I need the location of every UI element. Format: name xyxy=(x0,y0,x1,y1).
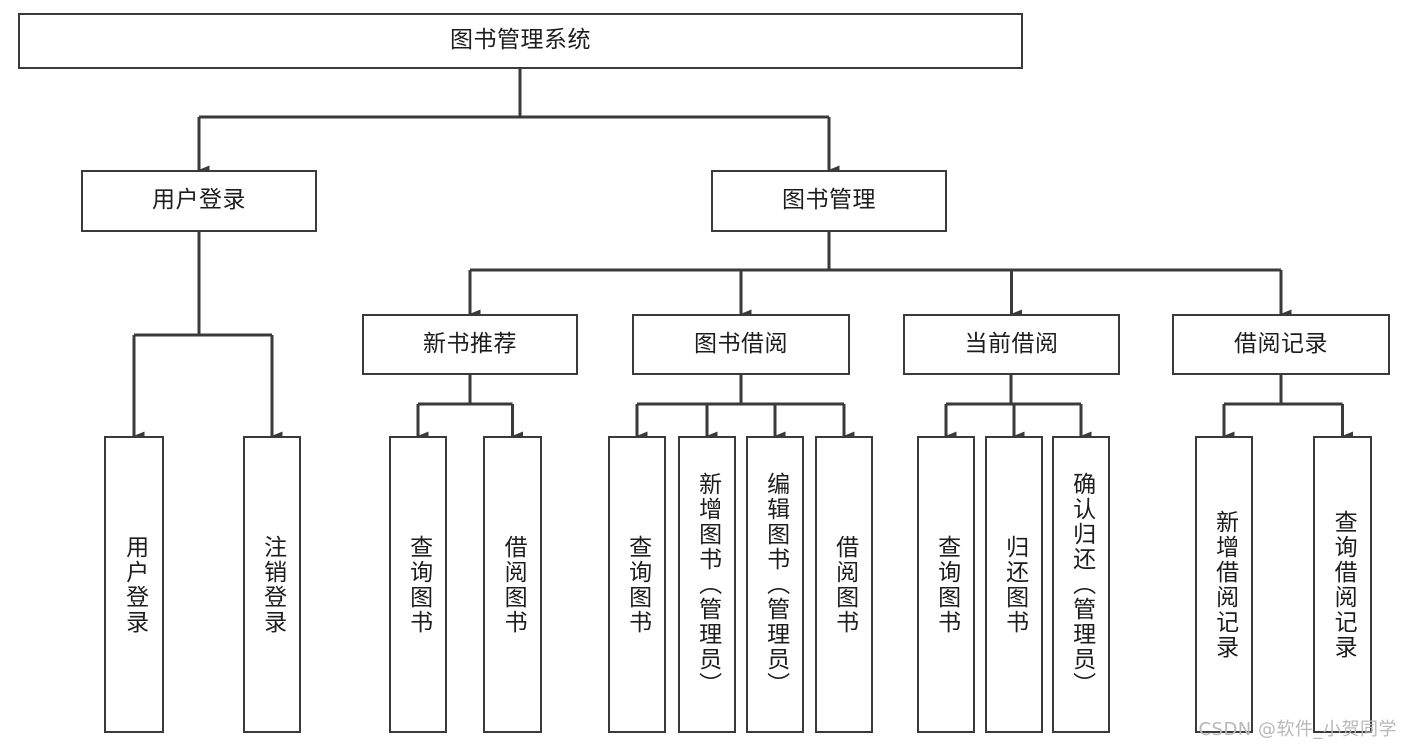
node-label-new-book-recommend: 新书推荐 xyxy=(423,330,517,357)
leaf-label-edit-book-admin: 编辑图书（管理员） xyxy=(762,472,789,697)
node-label-book-management: 图书管理 xyxy=(782,187,876,214)
leaf-label-borrow-book-recommend: 借阅图书 xyxy=(500,534,527,635)
leaf-borrow-book[interactable]: 借阅图书 xyxy=(815,436,873,733)
node-label-root: 图书管理系统 xyxy=(450,27,591,54)
leaf-logout[interactable]: 注销登录 xyxy=(243,436,301,733)
leaf-query-book-recommend[interactable]: 查询图书 xyxy=(389,436,447,733)
leaf-label-query-book-borrow: 查询图书 xyxy=(624,534,651,635)
edge-layer xyxy=(132,69,1353,441)
leaf-edit-book-admin[interactable]: 编辑图书（管理员） xyxy=(746,436,804,733)
leaf-label-query-book-current: 查询图书 xyxy=(933,534,960,635)
node-label-user-login: 用户登录 xyxy=(152,187,246,214)
leaf-query-book-current[interactable]: 查询图书 xyxy=(917,436,975,733)
node-root-system[interactable]: 图书管理系统 xyxy=(18,13,1023,69)
leaf-user-login[interactable]: 用户登录 xyxy=(104,436,164,733)
leaf-label-add-borrow-record: 新增借阅记录 xyxy=(1211,509,1238,660)
node-book-management[interactable]: 图书管理 xyxy=(711,170,947,232)
node-label-book-borrow: 图书借阅 xyxy=(694,330,788,357)
leaf-label-return-book: 归还图书 xyxy=(1001,534,1028,635)
leaf-label-query-borrow-record: 查询借阅记录 xyxy=(1330,509,1357,660)
leaf-query-borrow-record[interactable]: 查询借阅记录 xyxy=(1313,436,1372,733)
leaf-add-book-admin[interactable]: 新增图书（管理员） xyxy=(678,436,736,733)
leaf-label-confirm-return-admin: 确认归还（管理员） xyxy=(1068,472,1095,697)
node-new-book-recommend[interactable]: 新书推荐 xyxy=(362,314,578,375)
leaf-confirm-return-admin[interactable]: 确认归还（管理员） xyxy=(1052,436,1110,733)
node-user-login[interactable]: 用户登录 xyxy=(81,170,317,232)
leaf-borrow-book-recommend[interactable]: 借阅图书 xyxy=(483,436,542,733)
node-book-borrow[interactable]: 图书借阅 xyxy=(632,314,850,375)
node-borrow-record[interactable]: 借阅记录 xyxy=(1172,314,1390,375)
leaf-return-book[interactable]: 归还图书 xyxy=(985,436,1043,733)
node-label-current-borrow: 当前借阅 xyxy=(964,330,1059,357)
leaf-label-query-book-recommend: 查询图书 xyxy=(405,534,432,635)
node-label-borrow-record: 借阅记录 xyxy=(1234,330,1328,357)
leaf-label-user-login: 用户登录 xyxy=(121,534,148,635)
leaf-label-borrow-book: 借阅图书 xyxy=(831,534,858,635)
node-current-borrow[interactable]: 当前借阅 xyxy=(903,314,1120,375)
leaf-add-borrow-record[interactable]: 新增借阅记录 xyxy=(1195,436,1253,733)
watermark-text: CSDN @软件_小贺同学 xyxy=(1198,719,1397,740)
leaf-label-logout: 注销登录 xyxy=(259,534,286,635)
leaf-label-add-book-admin: 新增图书（管理员） xyxy=(694,472,721,697)
leaf-query-book-borrow[interactable]: 查询图书 xyxy=(608,436,666,733)
